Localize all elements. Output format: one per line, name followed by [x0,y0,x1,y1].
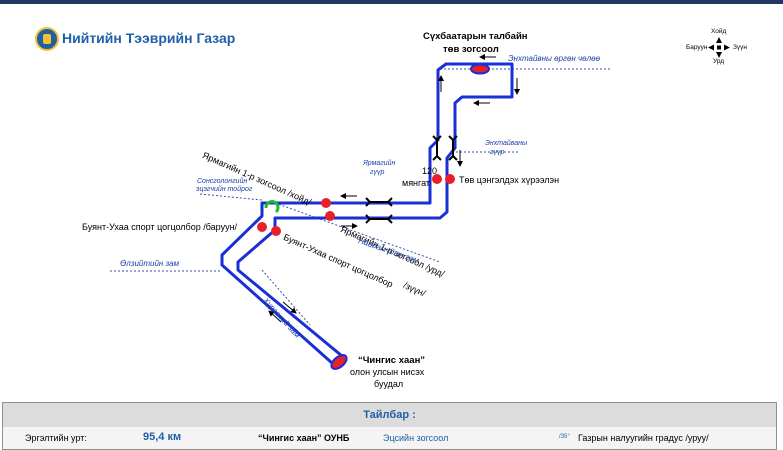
compass-south-label: Урд [713,58,725,65]
route-length-value: 95,4 км [143,431,182,443]
route-outer-line [220,62,514,365]
sonsgolon-junction-label-1: Сонсголонгийн [197,178,248,185]
sukhbaatar-square-label: Сүхбаатарын талбайн [423,31,528,42]
compass-west-label: Баруун [686,44,708,51]
central-stop-label: төв зогсоол [443,44,499,55]
enkhtaivan-bridge [432,135,458,161]
stop-symbol-label: Эцсийн зогсоол [383,433,449,443]
compass-east-label: Зүүн [733,44,748,51]
compass-rose [708,37,730,58]
yarmag-bridge [365,197,393,224]
airport-label-3: буудал [374,379,404,389]
stop-central-post [445,174,455,184]
buyant-ukhaa-west-label: Буянт-Ухаа спорт цогцолбор /баруун/ [82,222,238,232]
legend-panel: Тайлбар : Эргэлтийн урт: 95,4 км “Чингис… [2,402,777,450]
reference-roads [110,68,610,326]
khuree-road-line [261,269,311,326]
sukhbaatar-terminal-symbol [470,63,490,75]
yarmag-bridge-label-1: Ярмагийн [363,160,396,167]
top-bar [0,0,783,4]
direction-arrows [268,54,520,323]
olziit-road-label: Өлзийтийн зам [120,259,180,268]
bridge-symbols [365,135,458,224]
route-length-label: Эргэлтийн урт: [25,433,87,443]
yarmag-bridge-label-2: гүүр [370,169,385,176]
airport-terminal-symbol [330,354,348,370]
school-120-label-1: 120 [422,166,438,176]
slope-symbol-icon: /35° [559,434,570,440]
arrow-8 [282,301,297,314]
school-120-label-2: мянгат [402,178,431,188]
airport-symbol-label: “Чингис хаан” ОУНБ [258,433,350,443]
arrow-9 [268,310,282,323]
sonsgolon-junction-label-2: эцэгчийн тойрог [196,186,253,193]
sonsgolon-line [199,193,263,201]
page-title: Нийтийн Тээврийн Газар [62,30,236,46]
enkhtaivan-bridge-label-1: Энхтайваны [485,140,528,147]
legend-title: Тайлбар : [3,403,776,427]
compass-north-label: Хойд [711,28,727,35]
slope-symbol-label: Газрын налуугийн градус /уруу/ [578,433,709,443]
airport-label-1: “Чингис хаан” [358,355,426,366]
central-post-office-label: Төв цэнгэлдэх хүрээлэн [459,175,560,185]
airport-label-2: олон улсын нисэх [350,367,425,377]
stop-yarmag-south [325,211,335,221]
stop-buyant-ukhaa-east [271,226,281,236]
stop-120-myangat [432,174,442,184]
bus-stops [257,174,455,236]
enkhtaivan-avenue-label: Энхтайвны өргөн чөлөө [508,54,601,63]
organization-logo [35,27,59,51]
stop-yarmag-north [321,198,331,208]
bus-route [220,62,514,367]
sonsgolon-junction-mark [264,200,280,214]
enkhtaivan-bridge-label-2: гүүр [490,149,505,156]
naadamchdyn-road-line [274,202,441,263]
stop-buyant-ukhaa-west [257,222,267,232]
